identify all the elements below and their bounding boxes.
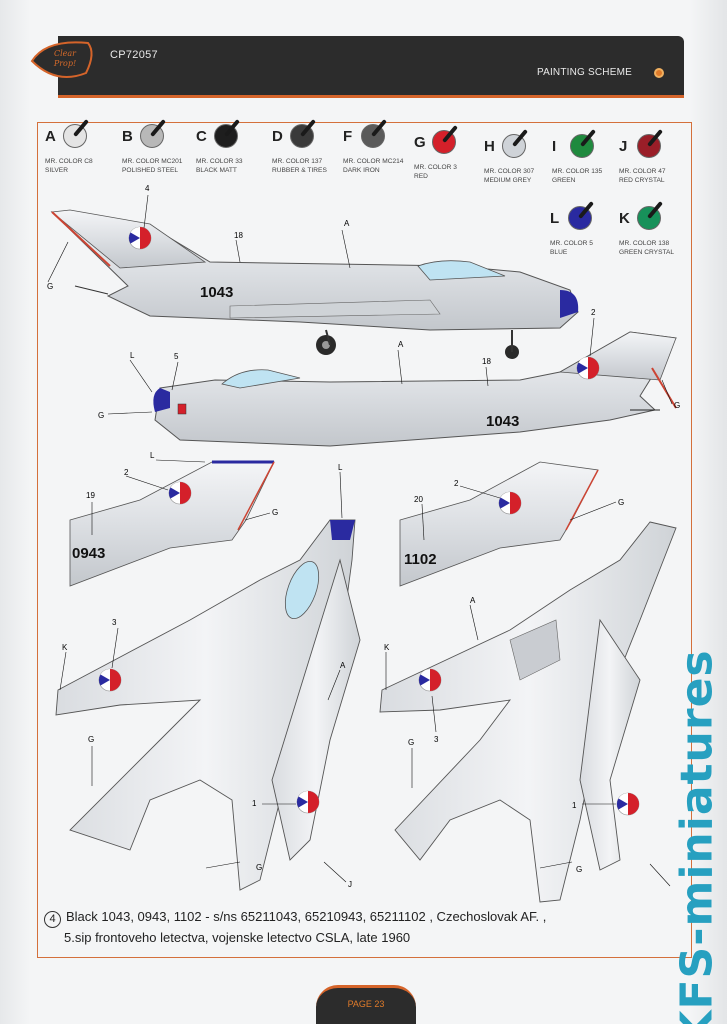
callout-g: G [576,865,582,874]
logo-text: Clear Prop! [53,49,77,68]
callout-k: K [384,643,390,652]
tail-detail-0943: 0943 [69,459,275,587]
callout-20: 20 [414,495,423,504]
callout-2: 2 [454,479,459,488]
page-number-tab: PAGE 23 [316,985,416,1024]
callout-18: 18 [482,357,491,366]
callout-5: 5 [174,352,179,361]
callout-1: 1 [572,801,577,810]
scheme-caption: 4 Black 1043, 0943, 1102 - s/ns 65211043,… [44,907,684,948]
callout-l: L [338,463,343,472]
callout-4: 4 [145,184,150,193]
watermark: KFS-miniatures [662,649,727,1024]
callout-g: G [618,498,624,507]
scheme-frame [37,122,692,958]
side-view-left-profile: 1043 [47,194,579,359]
callout-3: 3 [434,735,439,744]
serial-label: 1043 [486,413,519,430]
color-swatch-icon [568,206,592,230]
callout-l: L [150,451,155,460]
color-letter: K [619,210,630,227]
page-number: PAGE 23 [347,999,385,1009]
callout-a: A [398,340,404,349]
callout-3: 3 [112,618,117,627]
callout-g: G [98,411,104,420]
callout-g: G [88,735,94,744]
serial-label: 0943 [72,545,105,562]
callout-18: 18 [234,231,243,240]
color-letter: F [343,128,353,145]
callout-a: A [340,661,346,670]
color-letter: L [550,210,560,227]
watermark-text: KFS-miniatures [671,649,723,1024]
callout-a: A [344,219,350,228]
color-letter: B [122,128,133,145]
color-letter: A [45,128,56,145]
brand-logo: Clear Prop! [26,33,98,89]
callout-19: 19 [86,491,95,500]
tail-detail-1102: 1102 [399,461,617,587]
page-header: CP72057 PAINTING SCHEME [58,36,684,98]
serial-label: 1102 [404,551,437,568]
caption-line-2: 5.sip frontoveho letectva, vojenske lete… [64,930,411,945]
serial-label: 1043 [200,284,233,301]
callout-l: L [130,351,135,360]
callout-j: J [348,880,352,889]
kit-code: CP72057 [110,49,158,61]
callout-a: A [470,596,476,605]
header-dot-icon [654,68,664,78]
callout-1: 1 [252,799,257,808]
bottom-view [379,521,677,903]
color-letter: J [619,138,628,155]
callout-2: 2 [591,308,596,317]
caption-line-1: Black 1043, 0943, 1102 - s/ns 65211043, … [66,909,547,924]
color-letter: C [196,128,207,145]
callout-g: G [674,401,680,410]
color-letter: I [552,138,557,155]
callout-2: 2 [124,468,129,477]
section-title: PAINTING SCHEME [536,67,632,78]
color-letter: H [484,138,495,155]
callout-g: G [408,738,414,747]
side-view-right-profile: 1043 [107,317,677,447]
top-view [55,471,361,891]
callout-g: G [272,508,278,517]
color-letter: G [414,134,426,151]
scheme-number: 4 [44,911,61,928]
callout-k: K [62,643,68,652]
callout-g: G [47,282,53,291]
callout-g: G [256,863,262,872]
color-letter: D [272,128,283,145]
